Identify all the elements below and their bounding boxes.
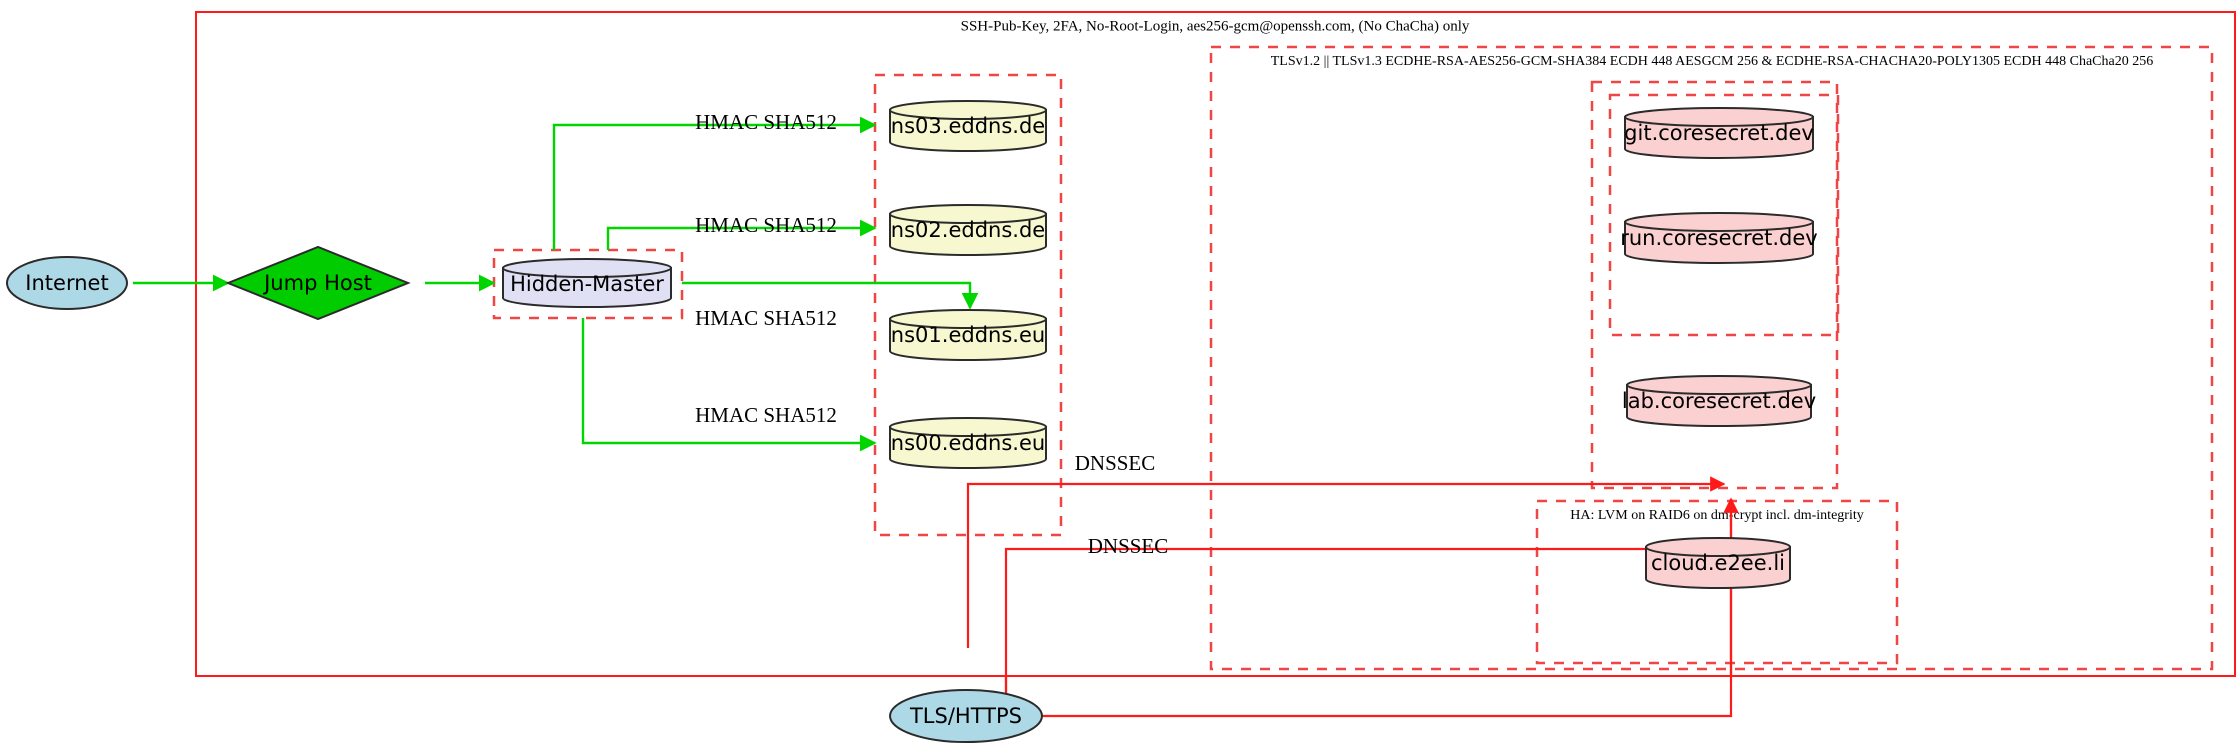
ns00-label: ns00.eddns.eu	[891, 431, 1045, 455]
lab-cylinder-top	[1626, 375, 1812, 395]
ns01-cylinder-top	[889, 309, 1047, 329]
cloud-label: cloud.e2ee.li	[1651, 551, 1785, 575]
node-jump-host[interactable]: Jump Host	[225, 245, 411, 321]
node-ns03[interactable]: ns03.eddns.de	[889, 100, 1047, 152]
jump-host-diamond	[225, 245, 411, 321]
ns01-cylinder-body	[889, 318, 1047, 361]
cloud-cylinder-top	[1645, 537, 1791, 557]
tls-cipher-cluster-label: TLSv1.2 || TLSv1.3 ECDHE-RSA-AES256-GCM-…	[1271, 54, 2153, 69]
edge-label-hmac-ns01: HMAC SHA512	[695, 306, 837, 330]
ha-storage-cluster-label: HA: LVM on RAID6 on dm-crypt incl. dm-in…	[1570, 508, 1863, 523]
edge-hiddenmaster-to-ns00	[581, 318, 877, 452]
run-label: run.coresecret.dev	[1620, 226, 1818, 250]
jump-host-label: Jump Host	[262, 271, 372, 295]
ns00-cylinder-body	[889, 426, 1047, 469]
node-cloud-e2ee[interactable]: cloud.e2ee.li	[1645, 537, 1791, 589]
edge-label-dnssec-upper: DNSSEC	[1075, 451, 1156, 475]
run-cylinder-body	[1624, 221, 1814, 264]
edge-label-hmac-ns00: HMAC SHA512	[695, 403, 837, 427]
git-cylinder-top	[1624, 107, 1814, 127]
internet-label: Internet	[25, 271, 108, 295]
node-tls-https[interactable]: TLS/HTTPS	[889, 689, 1043, 743]
ns00-cylinder-top	[889, 417, 1047, 437]
hidden-master-label: Hidden-Master	[510, 272, 664, 296]
tls-cipher-cluster	[1209, 45, 2214, 671]
edge-label-hmac-ns02: HMAC SHA512	[695, 213, 837, 237]
ha-storage-cluster	[1535, 499, 1899, 665]
tls-https-ellipse	[889, 689, 1043, 743]
node-ns01[interactable]: ns01.eddns.eu	[889, 309, 1047, 361]
edge-hiddenmaster-to-ns01	[682, 281, 979, 310]
coresecret-services-cluster	[1590, 80, 1839, 490]
node-lab-coresecret[interactable]: lab.coresecret.dev	[1622, 375, 1816, 427]
ssh-policy-cluster	[195, 11, 2236, 677]
ssh-policy-cluster-label: SSH-Pub-Key, 2FA, No-Root-Login, aes256-…	[961, 18, 1470, 34]
git-label: git.coresecret.dev	[1624, 121, 1814, 145]
node-ns02[interactable]: ns02.eddns.de	[889, 204, 1047, 256]
git-cylinder-body	[1624, 116, 1814, 159]
hidden-master-cylinder-top	[502, 258, 672, 278]
edge-label-hmac-ns03: HMAC SHA512	[695, 110, 837, 134]
node-ns00[interactable]: ns00.eddns.eu	[889, 417, 1047, 469]
edge-dnssec-lower	[1004, 541, 1722, 700]
coresecret-inner-cluster	[1608, 93, 1840, 337]
internet-ellipse	[6, 256, 128, 310]
ns03-label: ns03.eddns.de	[891, 114, 1045, 138]
node-hidden-master[interactable]: Hidden-Master	[502, 258, 672, 308]
node-internet[interactable]: Internet	[6, 256, 128, 310]
ns03-cylinder-top	[889, 100, 1047, 120]
node-run-coresecret[interactable]: run.coresecret.dev	[1620, 212, 1818, 264]
hidden-master-cylinder-body	[502, 267, 672, 308]
lab-cylinder-body	[1626, 384, 1812, 427]
edge-dnssec-upper	[966, 476, 1726, 648]
run-cylinder-top	[1624, 212, 1814, 232]
edge-hiddenmaster-to-ns03	[552, 116, 877, 250]
cloud-cylinder-body	[1645, 546, 1791, 589]
ns03-cylinder-body	[889, 109, 1047, 152]
ns02-cylinder-body	[889, 213, 1047, 256]
lab-label: lab.coresecret.dev	[1622, 389, 1816, 413]
edge-tlshttps-to-coresecret	[1042, 497, 1739, 718]
tls-https-label: TLS/HTTPS	[909, 704, 1022, 728]
ns02-cylinder-top	[889, 204, 1047, 224]
ns02-label: ns02.eddns.de	[891, 218, 1045, 242]
edge-hiddenmaster-to-ns02	[606, 219, 877, 250]
edge-label-dnssec-lower: DNSSEC	[1088, 534, 1169, 558]
node-git-coresecret[interactable]: git.coresecret.dev	[1624, 107, 1814, 159]
ns01-label: ns01.eddns.eu	[891, 323, 1045, 347]
